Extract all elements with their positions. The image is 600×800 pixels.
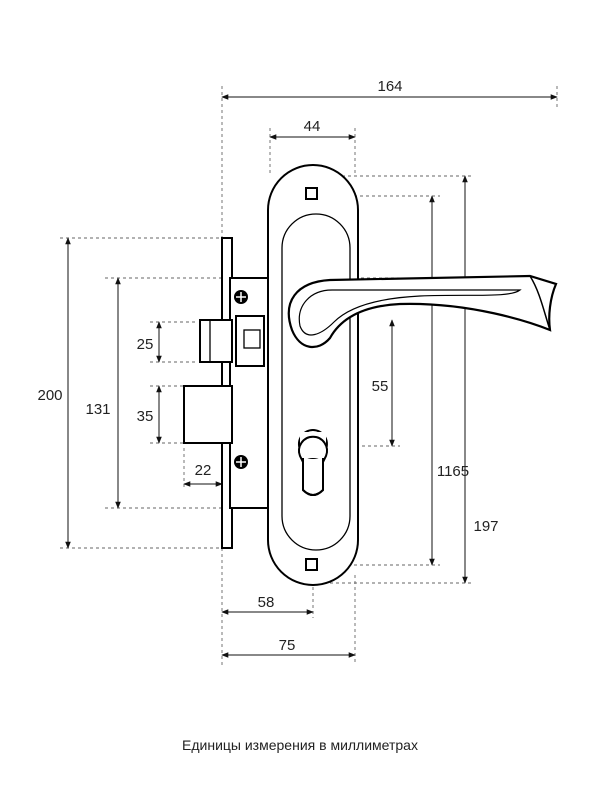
dim-25: 25 (137, 336, 154, 353)
lock-case (229, 277, 273, 509)
screw-hole-top (305, 187, 318, 200)
dim-75: 75 (279, 637, 296, 654)
dim-200: 200 (37, 387, 62, 404)
handle-lever (287, 274, 558, 348)
dim-164: 164 (377, 78, 402, 95)
screw-bottom (234, 455, 248, 469)
units-caption: Единицы измерения в миллиметрах (182, 737, 418, 753)
dim-1165: 1165 (437, 463, 469, 480)
screw-top (234, 290, 248, 304)
dim-22: 22 (195, 462, 212, 479)
dim-197: 197 (473, 518, 498, 535)
mortise-lock (183, 237, 273, 549)
latch-bolt (183, 385, 233, 444)
dimension-labels: 164 44 200 131 25 35 22 55 1165 197 58 7… (37, 78, 498, 654)
dim-35: 35 (137, 408, 154, 425)
screw-hole-bottom (305, 558, 318, 571)
dim-44: 44 (304, 118, 321, 135)
dim-131: 131 (85, 401, 110, 418)
cylinder-mech (235, 315, 265, 367)
dim-58: 58 (258, 594, 275, 611)
escutcheon-plate (267, 164, 359, 586)
dim-55: 55 (372, 378, 389, 395)
deadbolt (199, 319, 233, 363)
dimension-lines (65, 94, 558, 658)
